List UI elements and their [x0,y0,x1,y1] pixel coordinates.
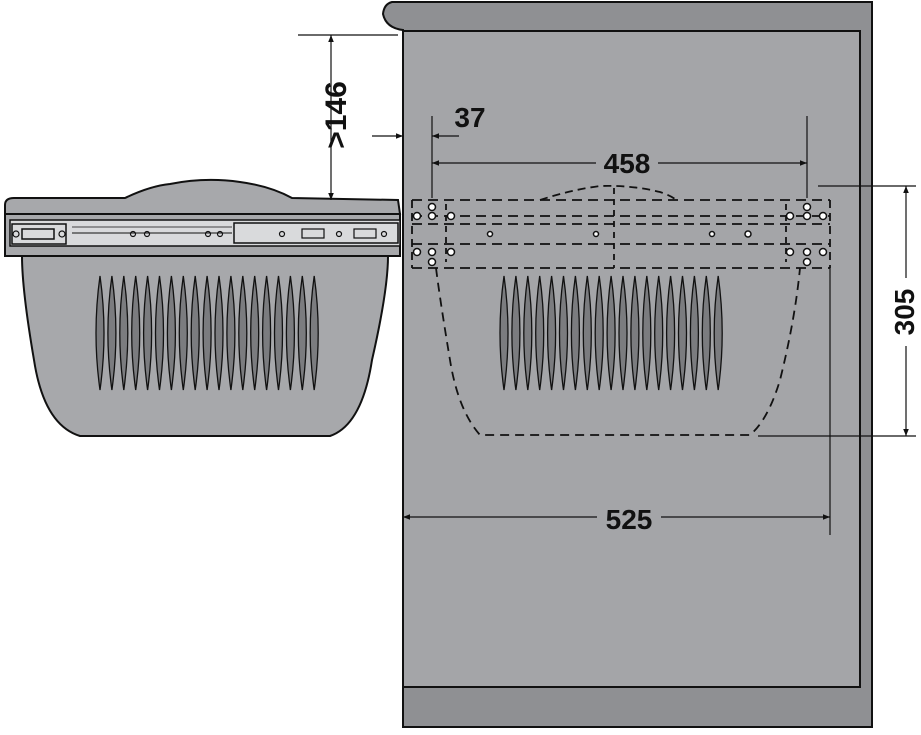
ventilation-slot [297,275,307,391]
mounting-hole [744,230,752,238]
mounting-hole [446,247,456,257]
mounting-hole [446,211,456,221]
pulled-out-basket [4,178,402,437]
ventilation-slot [261,275,272,391]
dimension-label-setback: 37 [454,102,485,133]
slide-screw-hole [204,230,212,238]
ventilation-slot [499,275,509,391]
ventilation-slot [511,275,521,391]
slide-inner-rail [233,222,399,244]
ventilation-slot [523,275,533,391]
ventilation-slot [582,275,592,391]
mounting-hole [818,247,828,257]
mounting-hole [802,257,812,267]
dimension-label-bg [597,503,661,533]
ventilation-slot [166,275,177,391]
ventilation-slot [570,275,581,391]
slide-screw-hole [216,230,224,238]
ventilation-slot [535,275,545,391]
ventilation-slot [558,275,569,391]
dimension-label-bg [889,278,921,346]
ventilation-slot [594,275,604,391]
mounting-hole [427,202,437,212]
mounting-hole [785,211,795,221]
mounting-hole [427,211,437,221]
ventilation-slot [606,275,616,391]
mounting-hole [427,247,437,257]
ventilation-slot [285,275,296,391]
mounting-hole [802,211,812,221]
basket-ventilation-slots [95,275,319,391]
ventilation-slot [654,275,664,391]
ventilation-slot [689,275,700,391]
installed-basket-ventilation-slots [499,275,723,391]
slide-slot [301,228,325,239]
slide-end-clip [11,223,67,245]
mounting-hole [818,211,828,221]
mounting-hole [412,247,422,257]
ventilation-slot [107,275,117,391]
hidden-basket-body [435,267,801,436]
ventilation-slot [546,275,557,391]
mounting-hole [412,211,422,221]
ventilation-slot [154,275,165,391]
ventilation-slot [665,275,676,391]
dimension-setback [372,116,459,198]
mounting-hole [592,230,600,238]
dimension-label-rail-spacing: 458 [604,148,651,179]
dimension-clearance [298,34,398,200]
ventilation-slot [95,275,105,391]
mounting-hole [802,247,812,257]
ventilation-slot [273,275,284,391]
ventilation-slot [618,275,628,391]
slide-screw-hole [278,230,286,238]
ventilation-slot [250,275,260,391]
ventilation-slot [142,275,153,391]
dimension-label-depth: 525 [606,504,653,535]
ventilation-slot [309,275,319,391]
ventilation-slot [119,275,129,391]
ventilation-slot [178,275,188,391]
ventilation-slot [190,275,200,391]
dimension-label-bg [596,146,658,176]
slide-release-lever [21,228,55,240]
slide-screw-hole [143,230,151,238]
mounting-holes [412,202,828,267]
slide-screw-hole [335,230,343,238]
ventilation-slot [214,275,224,391]
basket-rim [4,178,402,215]
dimension-label-height: 305 [889,289,920,336]
slide-screw-hole [129,230,137,238]
slide-slot [353,228,377,239]
hidden-handle [539,184,677,201]
slide-screw-hole [12,230,20,238]
mounting-hole [427,257,437,267]
ventilation-slot [238,275,248,391]
slide-screw-hole [58,230,66,238]
ventilation-slot [131,275,141,391]
drawer-slide [9,219,401,247]
ventilation-slot [713,275,723,391]
dimension-label-clearance: >146 [320,81,353,149]
ventilation-slot [701,275,711,391]
ventilation-slot [226,275,236,391]
slide-screw-hole [380,230,388,238]
mounting-hole [486,230,494,238]
mounting-hole [708,230,716,238]
mounting-hole [802,202,812,212]
ventilation-slot [202,275,212,391]
ventilation-slot [630,275,640,391]
ventilation-slot [642,275,652,391]
installed-basket-outline [411,184,831,436]
mounting-hole [785,247,795,257]
ventilation-slot [677,275,688,391]
